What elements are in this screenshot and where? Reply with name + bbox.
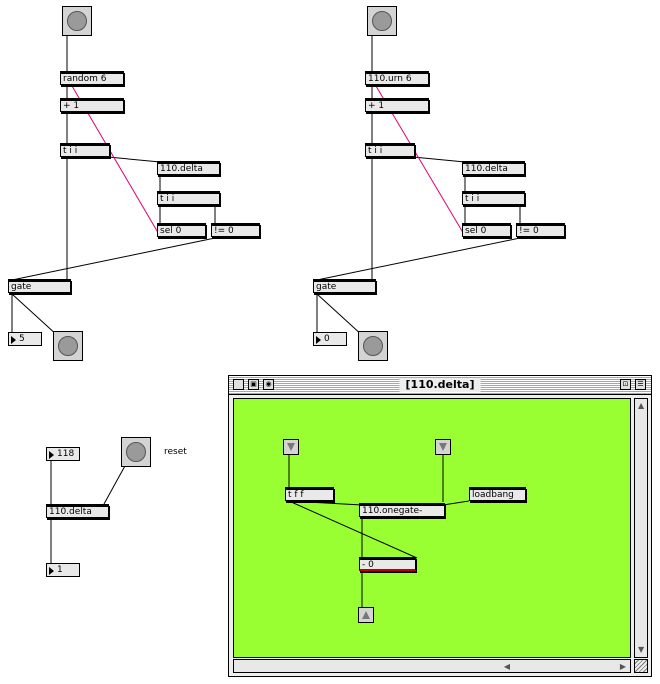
delta-object[interactable]: 110.delta — [157, 161, 220, 175]
collapse-box-icon[interactable]: ▣ — [248, 379, 259, 390]
select-object[interactable]: sel 0 — [157, 223, 206, 237]
scroll-down-arrow-icon[interactable]: ▼ — [638, 645, 645, 654]
close-box-icon[interactable] — [233, 379, 244, 390]
number-box-input[interactable]: 118 — [46, 447, 80, 461]
gate-object[interactable]: gate — [8, 279, 71, 293]
trigger-object[interactable]: t i i — [60, 143, 110, 157]
plus-object[interactable]: + 1 — [60, 98, 124, 112]
outlet-icon[interactable] — [358, 607, 374, 623]
reset-comment: reset — [164, 447, 187, 457]
bang-button[interactable] — [367, 6, 397, 36]
collapse-right-icon[interactable]: ☰ — [635, 379, 646, 390]
number-box-output[interactable]: 1 — [46, 563, 80, 577]
inlet-icon[interactable] — [283, 439, 299, 455]
not-equal-object[interactable]: != 0 — [516, 223, 565, 237]
gate-object[interactable]: gate — [313, 279, 376, 293]
bang-button[interactable] — [62, 6, 92, 36]
window-titlebar[interactable]: ▣ ◉ [110.delta] ⊡ ☰ — [229, 376, 651, 395]
reset-bang-button[interactable] — [121, 437, 151, 467]
delta-object[interactable]: 110.delta — [46, 504, 109, 518]
trigger-object-2[interactable]: t i i — [462, 191, 525, 205]
select-object[interactable]: sel 0 — [462, 223, 511, 237]
minus-object[interactable]: - 0 — [359, 557, 416, 571]
delta-object[interactable]: 110.delta — [462, 161, 525, 175]
loadbang-object[interactable]: loadbang — [469, 487, 526, 501]
inlet-icon[interactable] — [435, 439, 451, 455]
horizontal-scrollbar[interactable]: ◀ ▶ — [233, 659, 631, 673]
window-title: [110.delta] — [399, 378, 481, 392]
scroll-up-arrow-icon[interactable]: ▲ — [638, 401, 645, 410]
scroll-right-arrow-icon[interactable]: ▶ — [619, 662, 626, 671]
vertical-scrollbar[interactable]: ▲ ▼ — [634, 398, 648, 658]
scroll-left-arrow-icon[interactable]: ◀ — [503, 662, 510, 671]
window-shade-icon[interactable]: ◉ — [263, 379, 274, 390]
patch-canvas[interactable]: t f f 110.onegate- loadbang - 0 — [233, 398, 631, 658]
trigger-object[interactable]: t f f — [285, 487, 334, 501]
urn-object[interactable]: 110.urn 6 — [365, 71, 429, 85]
bang-button[interactable] — [53, 331, 83, 361]
zoom-box-icon[interactable]: ⊡ — [620, 379, 631, 390]
number-box[interactable]: 5 — [8, 332, 42, 346]
trigger-object[interactable]: t i i — [365, 143, 415, 157]
number-box[interactable]: 0 — [313, 332, 347, 346]
not-equal-object[interactable]: != 0 — [211, 223, 260, 237]
subpatch-window: ▣ ◉ [110.delta] ⊡ ☰ t f f 110.onegate- l… — [228, 375, 652, 677]
random-object[interactable]: random 6 — [60, 71, 124, 85]
resize-grip-icon[interactable] — [634, 659, 648, 673]
onegate-object[interactable]: 110.onegate- — [359, 503, 445, 517]
bang-button[interactable] — [358, 331, 388, 361]
trigger-object-2[interactable]: t i i — [157, 191, 220, 205]
plus-object[interactable]: + 1 — [365, 98, 429, 112]
